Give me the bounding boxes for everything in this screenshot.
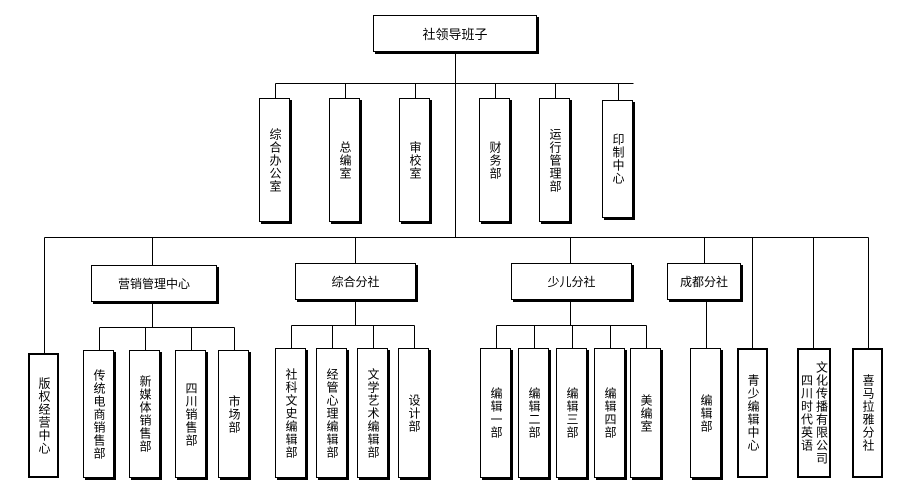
unit-label: 编辑四部: [603, 387, 617, 439]
center-label: 综合分社: [331, 275, 380, 289]
children-unit-1: 编辑一部: [480, 348, 511, 478]
unit-label: 青少编辑中心: [746, 374, 760, 452]
unit-label: 传统电商销售部: [92, 368, 106, 460]
unit-label: 文学艺术编辑部: [366, 367, 380, 459]
culture-company: 四川时代英语 文化传播有限公司: [797, 348, 831, 478]
general-unit-literature: 文学艺术编辑部: [357, 348, 388, 478]
unit-label: 编辑二部: [527, 387, 541, 439]
center-label: 少儿分社: [547, 275, 596, 289]
root-label: 社领导班子: [422, 28, 488, 43]
children-unit-4: 编辑四部: [594, 348, 625, 478]
unit-label: 社科文史编辑部: [284, 367, 298, 459]
office-printing: 印制中心: [602, 100, 633, 218]
office-general-affairs: 综合办公室: [259, 98, 290, 222]
children-unit-3: 编辑三部: [556, 348, 587, 478]
root-node: 社领导班子: [373, 15, 537, 52]
chengdu-branch: 成都分社: [667, 263, 741, 300]
unit-label: 编辑三部: [565, 387, 579, 439]
unit-label: 新媒体销售部: [138, 375, 152, 453]
office-label: 审校室: [408, 140, 422, 180]
copyright-center: 版权经营中心: [28, 353, 59, 478]
himalaya-branch: 喜马拉雅分社: [852, 348, 883, 478]
office-label: 总编室: [338, 140, 352, 180]
office-label: 印制中心: [611, 133, 625, 185]
marketing-unit-market: 市场部: [218, 350, 249, 478]
general-unit-design: 设计部: [398, 348, 429, 478]
office-label: 综合办公室: [268, 127, 282, 193]
office-finance: 财务部: [479, 98, 510, 222]
unit-label: 编辑一部: [489, 387, 503, 439]
center-label: 成都分社: [679, 275, 728, 289]
marketing-unit-ecommerce: 传统电商销售部: [83, 350, 114, 478]
unit-label-line1: 文化传播有限公司: [814, 361, 829, 465]
unit-label: 编辑部: [699, 393, 713, 433]
unit-label: 市场部: [227, 394, 241, 434]
unit-label: 版权经营中心: [37, 376, 51, 455]
marketing-center: 营销管理中心: [91, 265, 217, 302]
unit-label: 喜马拉雅分社: [861, 374, 875, 452]
office-label: 财务部: [488, 140, 502, 180]
children-unit-art: 美编室: [630, 348, 661, 478]
children-branch: 少儿分社: [511, 263, 632, 300]
marketing-unit-sichuan: 四川销售部: [175, 350, 206, 478]
office-review: 审校室: [399, 98, 430, 222]
unit-label: 美编室: [639, 393, 653, 433]
general-branch: 综合分社: [295, 263, 416, 300]
youth-editing-center: 青少编辑中心: [737, 348, 768, 478]
unit-label: 四川销售部: [184, 381, 198, 447]
children-unit-2: 编辑二部: [518, 348, 549, 478]
marketing-unit-newmedia: 新媒体销售部: [129, 350, 160, 478]
office-label: 运行管理部: [548, 127, 562, 193]
unit-label: 设计部: [407, 393, 421, 433]
office-chief-editor: 总编室: [329, 98, 360, 222]
general-unit-social: 社科文史编辑部: [275, 348, 306, 478]
office-operations: 运行管理部: [539, 98, 570, 222]
unit-label: 经管心理编辑部: [325, 367, 339, 459]
unit-label-line2: 四川时代英语: [799, 374, 814, 452]
general-unit-management: 经管心理编辑部: [316, 348, 347, 478]
center-label: 营销管理中心: [117, 277, 190, 291]
chengdu-unit-editorial: 编辑部: [690, 348, 721, 478]
